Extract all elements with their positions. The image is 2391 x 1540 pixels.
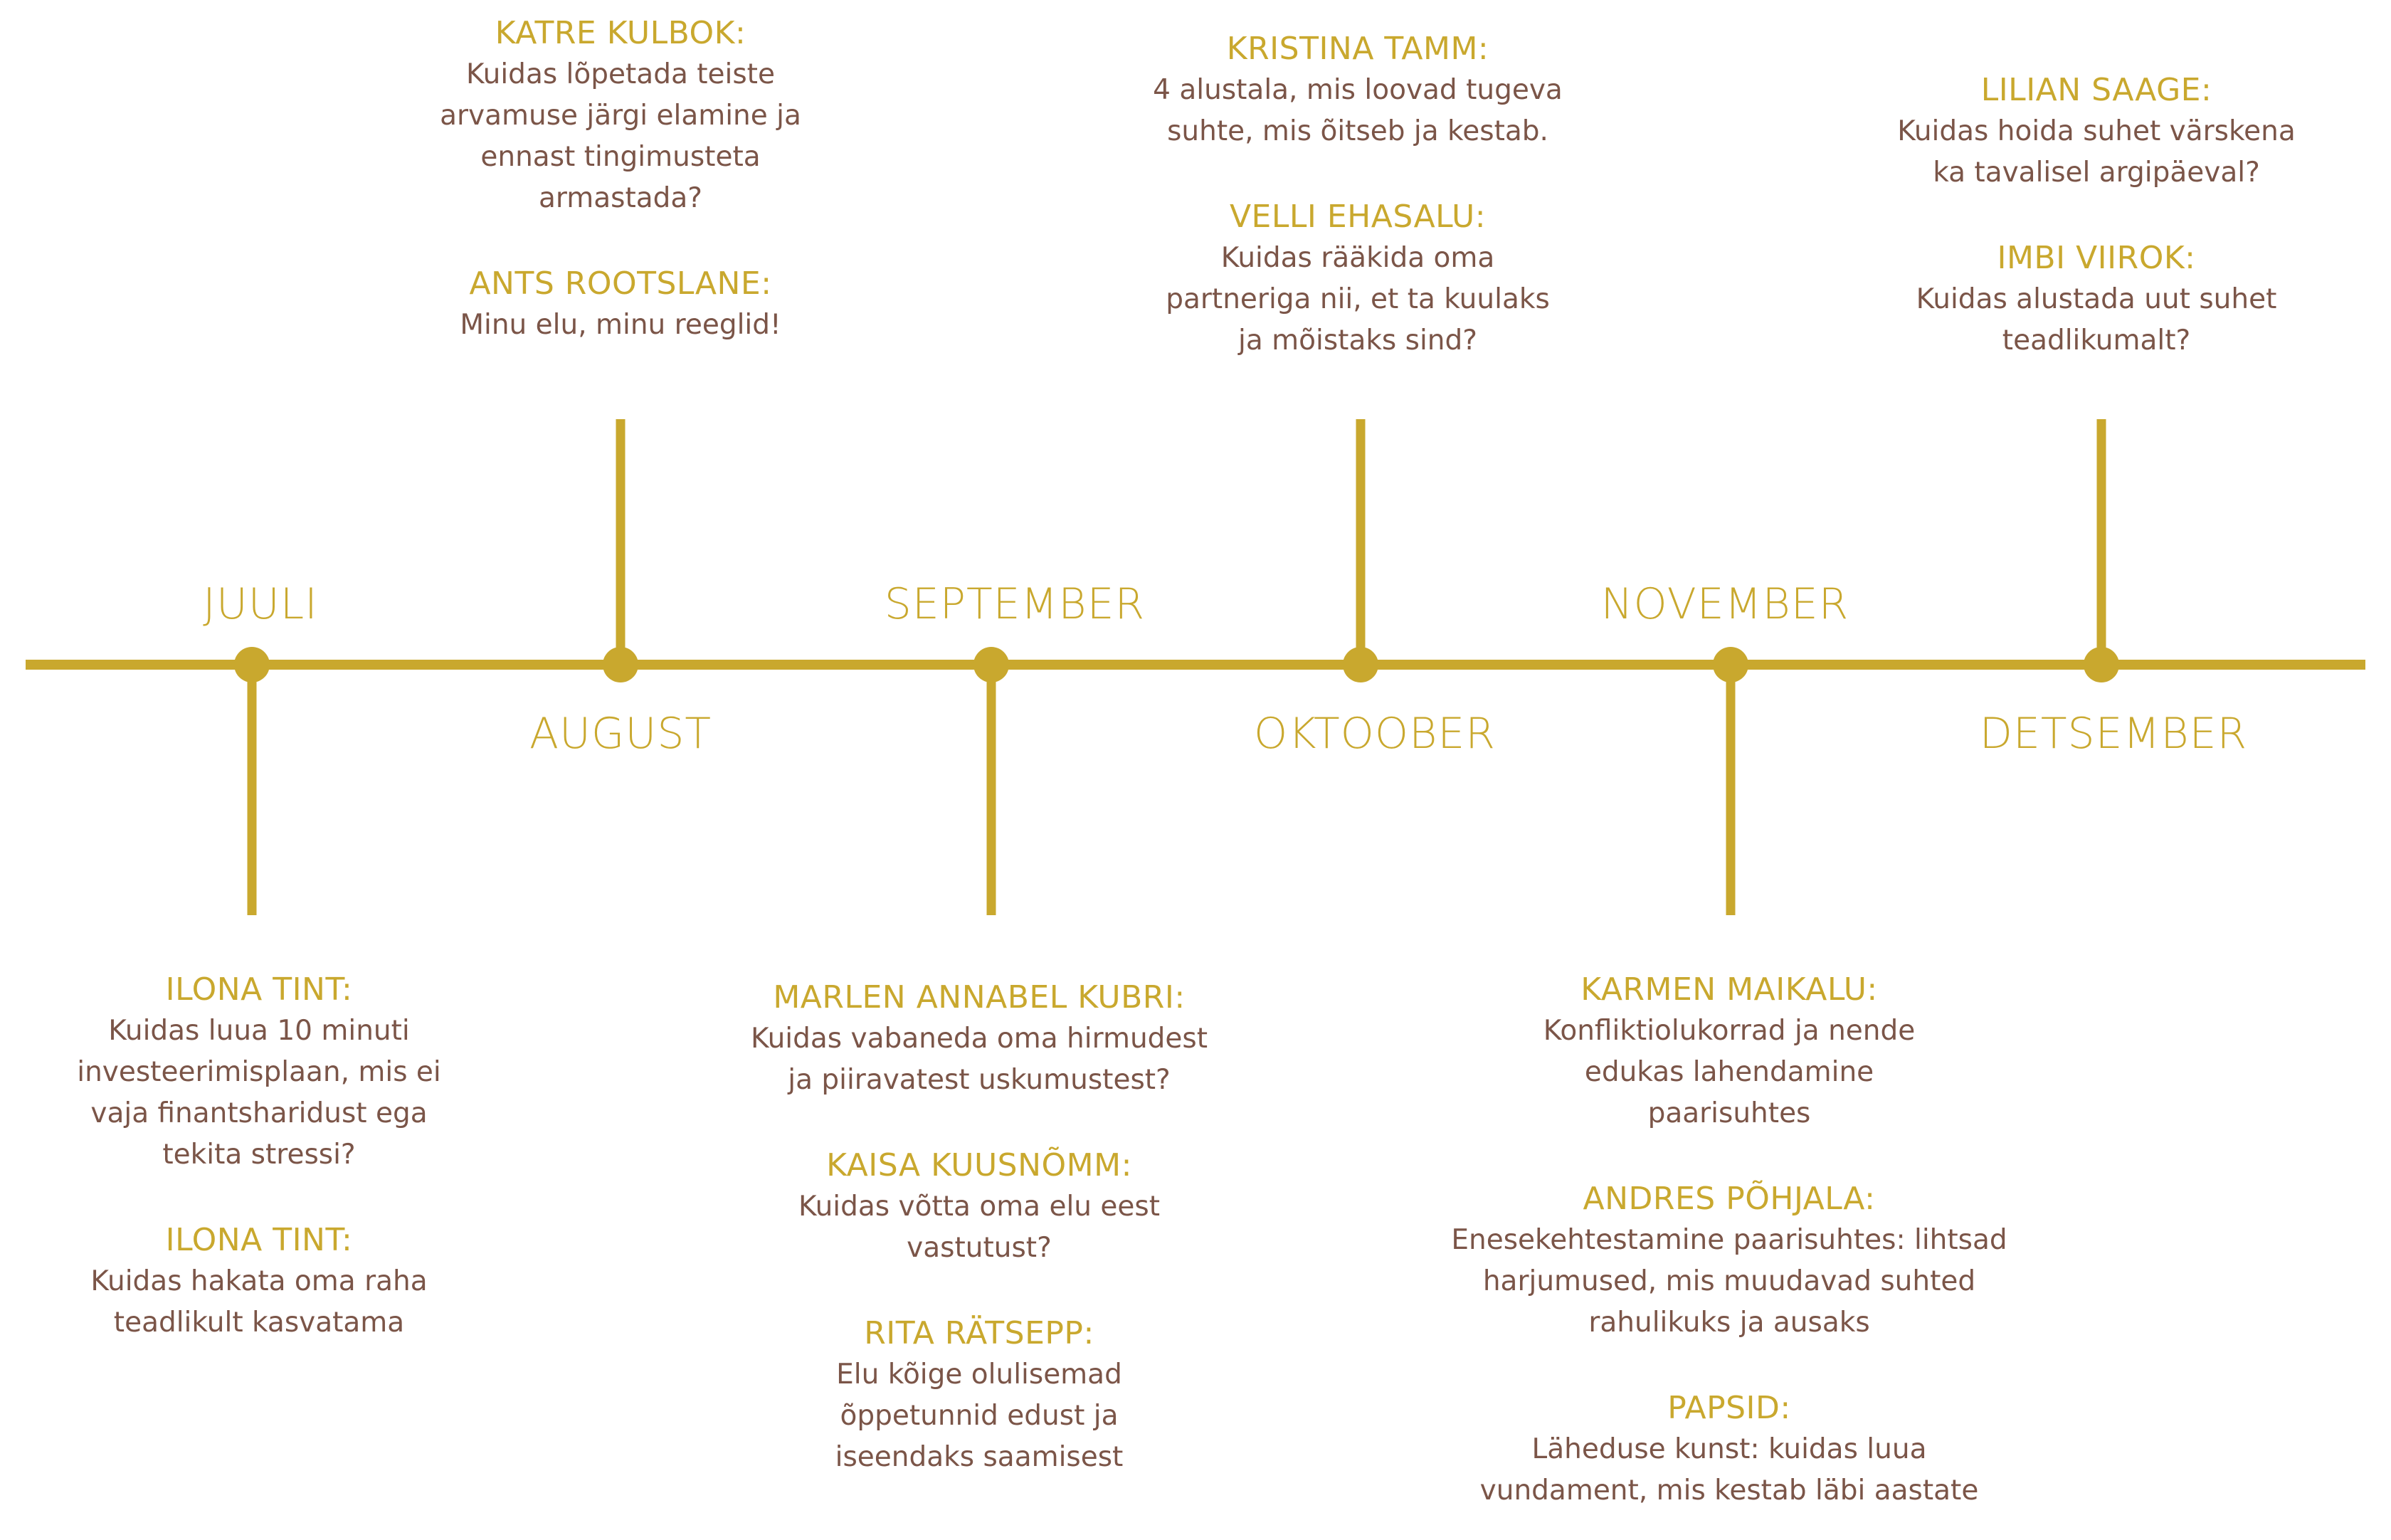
speaker-name: ANDRES PÕHJALA: [1583, 1181, 1876, 1217]
events-august: KATRE KULBOK: Kuidas lõpetada teiste arv… [300, 13, 941, 346]
speaker-name: RITA RÄTSEPP: [864, 1315, 1094, 1351]
event-entry: RITA RÄTSEPP: Elu kõige olulisemad õppet… [659, 1313, 1299, 1478]
timeline-axis [26, 660, 2365, 670]
timeline-dot-august [603, 647, 638, 682]
timeline-dot-detsember [2084, 647, 2119, 682]
events-september: MARLEN ANNABEL KUBRI: Kuidas vabaneda om… [659, 977, 1299, 1478]
speaker-name: VELLI EHASALU: [1229, 199, 1487, 235]
talk-title: Kuidas hakata oma raha teadlikult kasvat… [90, 1265, 428, 1339]
event-entry: ILONA TINT: Kuidas hakata oma raha teadl… [0, 1220, 579, 1344]
event-entry: KRISTINA TAMM: 4 alustala, mis loovad tu… [1038, 28, 1678, 152]
event-entry: KAISA KUUSNÕMM: Kuidas võtta oma elu ees… [659, 1145, 1299, 1269]
event-entry: ANDRES PÕHJALA: Enesekehtestamine paaris… [1409, 1178, 2049, 1344]
events-juuli: ILONA TINT: Kuidas luua 10 minuti invest… [0, 969, 579, 1344]
timeline-dot-september [973, 647, 1009, 682]
events-detsember: LILIAN SAAGE: Kuidas hoida suhet värsken… [1776, 70, 2391, 362]
month-label-juuli: JUULI [203, 579, 318, 629]
timeline-dot-oktoober [1343, 647, 1378, 682]
month-label-september: SEPTEMBER [884, 579, 1146, 629]
speaker-name: KRISTINA TAMM: [1226, 31, 1489, 67]
month-label-detsember: DETSEMBER [1979, 709, 2248, 759]
month-label-november: NOVEMBER [1600, 579, 1849, 629]
stem-august [616, 419, 626, 665]
event-entry: VELLI EHASALU: Kuidas rääkida oma partne… [1038, 196, 1678, 362]
event-entry: PAPSID: Läheduse kunst: kuidas luua vund… [1409, 1388, 2049, 1512]
stem-november [1726, 665, 1736, 915]
talk-title: Kuidas rääkida oma partneriga nii, et ta… [1166, 242, 1550, 357]
events-oktoober: KRISTINA TAMM: 4 alustala, mis loovad tu… [1038, 28, 1678, 362]
talk-title: Kuidas luua 10 minuti investeerimisplaan… [77, 1015, 441, 1171]
talk-title: Enesekehtestamine paarisuhtes: lihtsad h… [1451, 1224, 2007, 1339]
talk-title: Kuidas alustada uut suhet teadlikumalt? [1916, 283, 2277, 357]
timeline-dot-november [1713, 647, 1748, 682]
speaker-name: LILIAN SAAGE: [1980, 72, 2212, 108]
event-entry: KARMEN MAIKALU: Konfliktiolukorrad ja ne… [1409, 969, 2049, 1134]
stem-detsember [2096, 419, 2106, 665]
talk-title: Kuidas hoida suhet värskena ka tavalisel… [1897, 115, 2296, 189]
event-entry: ANTS ROOTSLANE: Minu elu, minu reeglid! [300, 263, 941, 346]
talk-title: Läheduse kunst: kuidas luua vundament, m… [1479, 1433, 1979, 1507]
event-entry: KATRE KULBOK: Kuidas lõpetada teiste arv… [300, 13, 941, 219]
speaker-name: IMBI VIIROK: [1997, 240, 2196, 276]
month-label-august: AUGUST [529, 709, 712, 759]
speaker-name: KAISA KUUSNÕMM: [826, 1147, 1132, 1183]
stem-juuli [247, 665, 257, 915]
talk-title: Elu kõige olulisemad õppetunnid edust ja… [835, 1359, 1124, 1473]
speaker-name: ANTS ROOTSLANE: [469, 265, 772, 302]
talk-title: Kuidas võtta oma elu eest vastutust? [798, 1191, 1161, 1264]
event-entry: LILIAN SAAGE: Kuidas hoida suhet värsken… [1776, 70, 2391, 194]
speaker-name: PAPSID: [1667, 1390, 1791, 1426]
stem-oktoober [1356, 419, 1366, 665]
talk-title: Kuidas lõpetada teiste arvamuse järgi el… [440, 58, 801, 214]
speaker-name: ILONA TINT: [165, 971, 353, 1008]
talk-title: Minu elu, minu reeglid! [460, 309, 781, 341]
speaker-name: KATRE KULBOK: [495, 15, 746, 51]
speaker-name: MARLEN ANNABEL KUBRI: [773, 979, 1186, 1016]
speaker-name: ILONA TINT: [165, 1222, 353, 1258]
talk-title: Kuidas vabaneda oma hirmudest ja piirava… [750, 1023, 1208, 1096]
event-entry: ILONA TINT: Kuidas luua 10 minuti invest… [0, 969, 579, 1176]
events-november: KARMEN MAIKALU: Konfliktiolukorrad ja ne… [1409, 969, 2049, 1512]
talk-title: 4 alustala, mis loovad tugeva suhte, mis… [1153, 74, 1563, 147]
month-label-oktoober: OKTOOBER [1254, 709, 1496, 759]
stem-september [986, 665, 996, 915]
speaker-name: KARMEN MAIKALU: [1580, 971, 1878, 1008]
timeline-dot-juuli [234, 647, 270, 682]
event-entry: IMBI VIIROK: Kuidas alustada uut suhet t… [1776, 238, 2391, 362]
talk-title: Konfliktiolukorrad ja nende edukas lahen… [1543, 1015, 1916, 1129]
event-entry: MARLEN ANNABEL KUBRI: Kuidas vabaneda om… [659, 977, 1299, 1101]
